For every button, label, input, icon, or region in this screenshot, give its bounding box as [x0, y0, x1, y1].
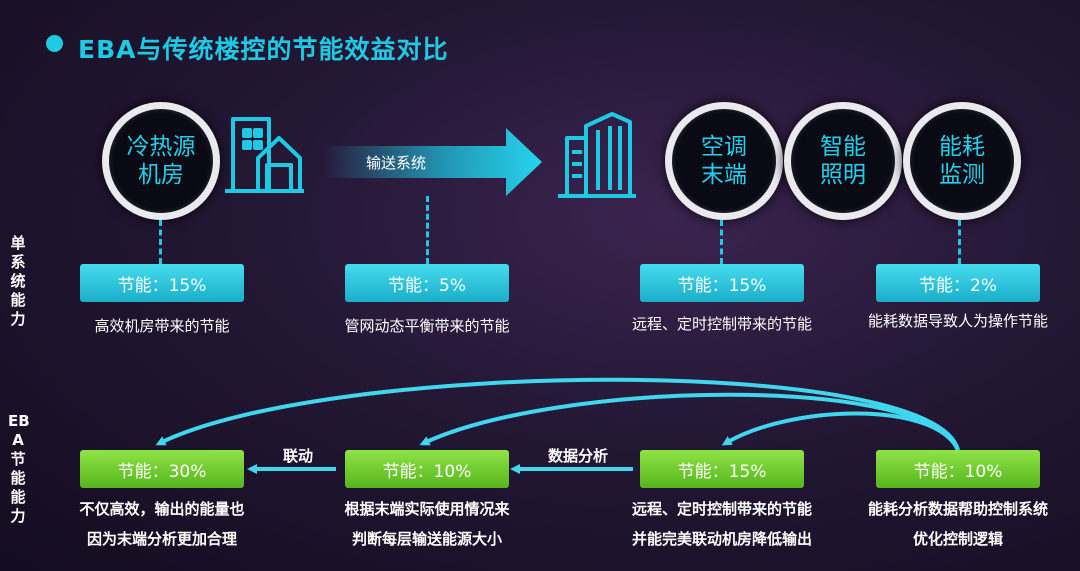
title-bullet-icon [46, 35, 63, 52]
eba-saving-box-monitoring: 节能：10% [876, 450, 1040, 488]
description-line: 因为末端分析更加合理 [86, 530, 237, 548]
side-label-char: 节 [10, 450, 26, 468]
description-line: 并能完美联动机房降低输出 [631, 530, 812, 548]
building-icon [225, 117, 304, 193]
side-label-char: 单 [10, 234, 26, 252]
eba-saving-box-pipe-network: 节能：10% [345, 450, 509, 488]
saving-description: 管网动态平衡带来的节能 [344, 317, 510, 335]
circle-label-line: 监测 [939, 162, 985, 188]
linkage-label: 联动 [283, 447, 314, 465]
eba-saving-description: 能耗分析数据帮助控制系统 优化控制逻辑 [846, 494, 1070, 554]
circle-plant-room: 冷热源机房 [102, 102, 220, 220]
saving-description: 远程、定时控制带来的节能 [631, 315, 812, 333]
circle-energy-monitoring: 能耗监测 [903, 102, 1021, 220]
side-label-char: 力 [10, 310, 26, 328]
eba-saving-description: 远程、定时控制带来的节能 并能完美联动机房降低输出 [607, 494, 837, 554]
side-label-char: 能 [10, 488, 26, 506]
curve-arrow-inner [721, 411, 960, 451]
eba-saving-description: 根据末端实际使用情况来 判断每层输送能源大小 [317, 494, 537, 554]
circle-smart-lighting: 智能照明 [784, 102, 902, 220]
circle-label-line: 冷热源 [126, 134, 196, 160]
side-label-single-system: 单 系 统 能 力 [8, 234, 28, 329]
description-line: 判断每层输送能源大小 [351, 530, 502, 548]
saving-box-terminal: 节能：15% [640, 264, 804, 302]
side-label-char: 能 [10, 291, 26, 309]
circle-label-line: 机房 [138, 162, 184, 188]
eba-saving-box-terminal: 节能：15% [640, 450, 804, 488]
eba-saving-box-plant-room: 节能：30% [80, 450, 244, 488]
dashed-connector [159, 220, 162, 264]
eba-saving-description: 不仅高效，输出的能量也 因为末端分析更加合理 [52, 494, 272, 554]
curve-arrow-outer [155, 377, 960, 451]
side-label-eba: EB A 节 能 能 力 [8, 412, 30, 526]
circle-label-line: 空调 [701, 134, 747, 160]
circle-label-line: 末端 [701, 162, 747, 188]
pipe-arrow-label: 输送系统 [366, 154, 427, 172]
pipe-arrow [323, 128, 542, 196]
saving-description: 高效机房带来的节能 [94, 317, 230, 335]
side-label-char: 力 [10, 507, 26, 525]
circle-label-line: 智能 [820, 134, 866, 160]
page-title: EBA与传统楼控的节能效益对比 [78, 35, 449, 64]
saving-box-plant-room: 节能：15% [80, 264, 244, 302]
side-label-char: A [12, 431, 24, 449]
saving-description: 能耗数据导致人为操作节能 [867, 312, 1048, 330]
description-line: 根据末端实际使用情况来 [344, 500, 510, 518]
saving-box-monitoring: 节能：2% [876, 264, 1040, 302]
data-analysis-label: 数据分析 [548, 447, 609, 465]
circle-ac-terminal: 空调末端 [665, 102, 783, 220]
dashed-connector [720, 220, 723, 264]
description-line: 优化控制逻辑 [912, 530, 1003, 548]
office-tower-icon [558, 112, 636, 198]
circle-label-line: 能耗 [939, 134, 985, 160]
side-label-char: 能 [10, 469, 26, 487]
side-label-char: 系 [10, 253, 26, 271]
side-label-char: EB [8, 412, 30, 430]
description-line: 能耗分析数据帮助控制系统 [867, 500, 1048, 518]
side-label-char: 统 [10, 272, 26, 290]
dashed-connector [426, 196, 429, 264]
description-line: 远程、定时控制带来的节能 [631, 500, 812, 518]
saving-box-pipe-network: 节能：5% [345, 264, 509, 302]
circle-label-line: 照明 [820, 162, 866, 188]
description-line: 不仅高效，输出的能量也 [79, 500, 245, 518]
dashed-connector [958, 220, 961, 264]
